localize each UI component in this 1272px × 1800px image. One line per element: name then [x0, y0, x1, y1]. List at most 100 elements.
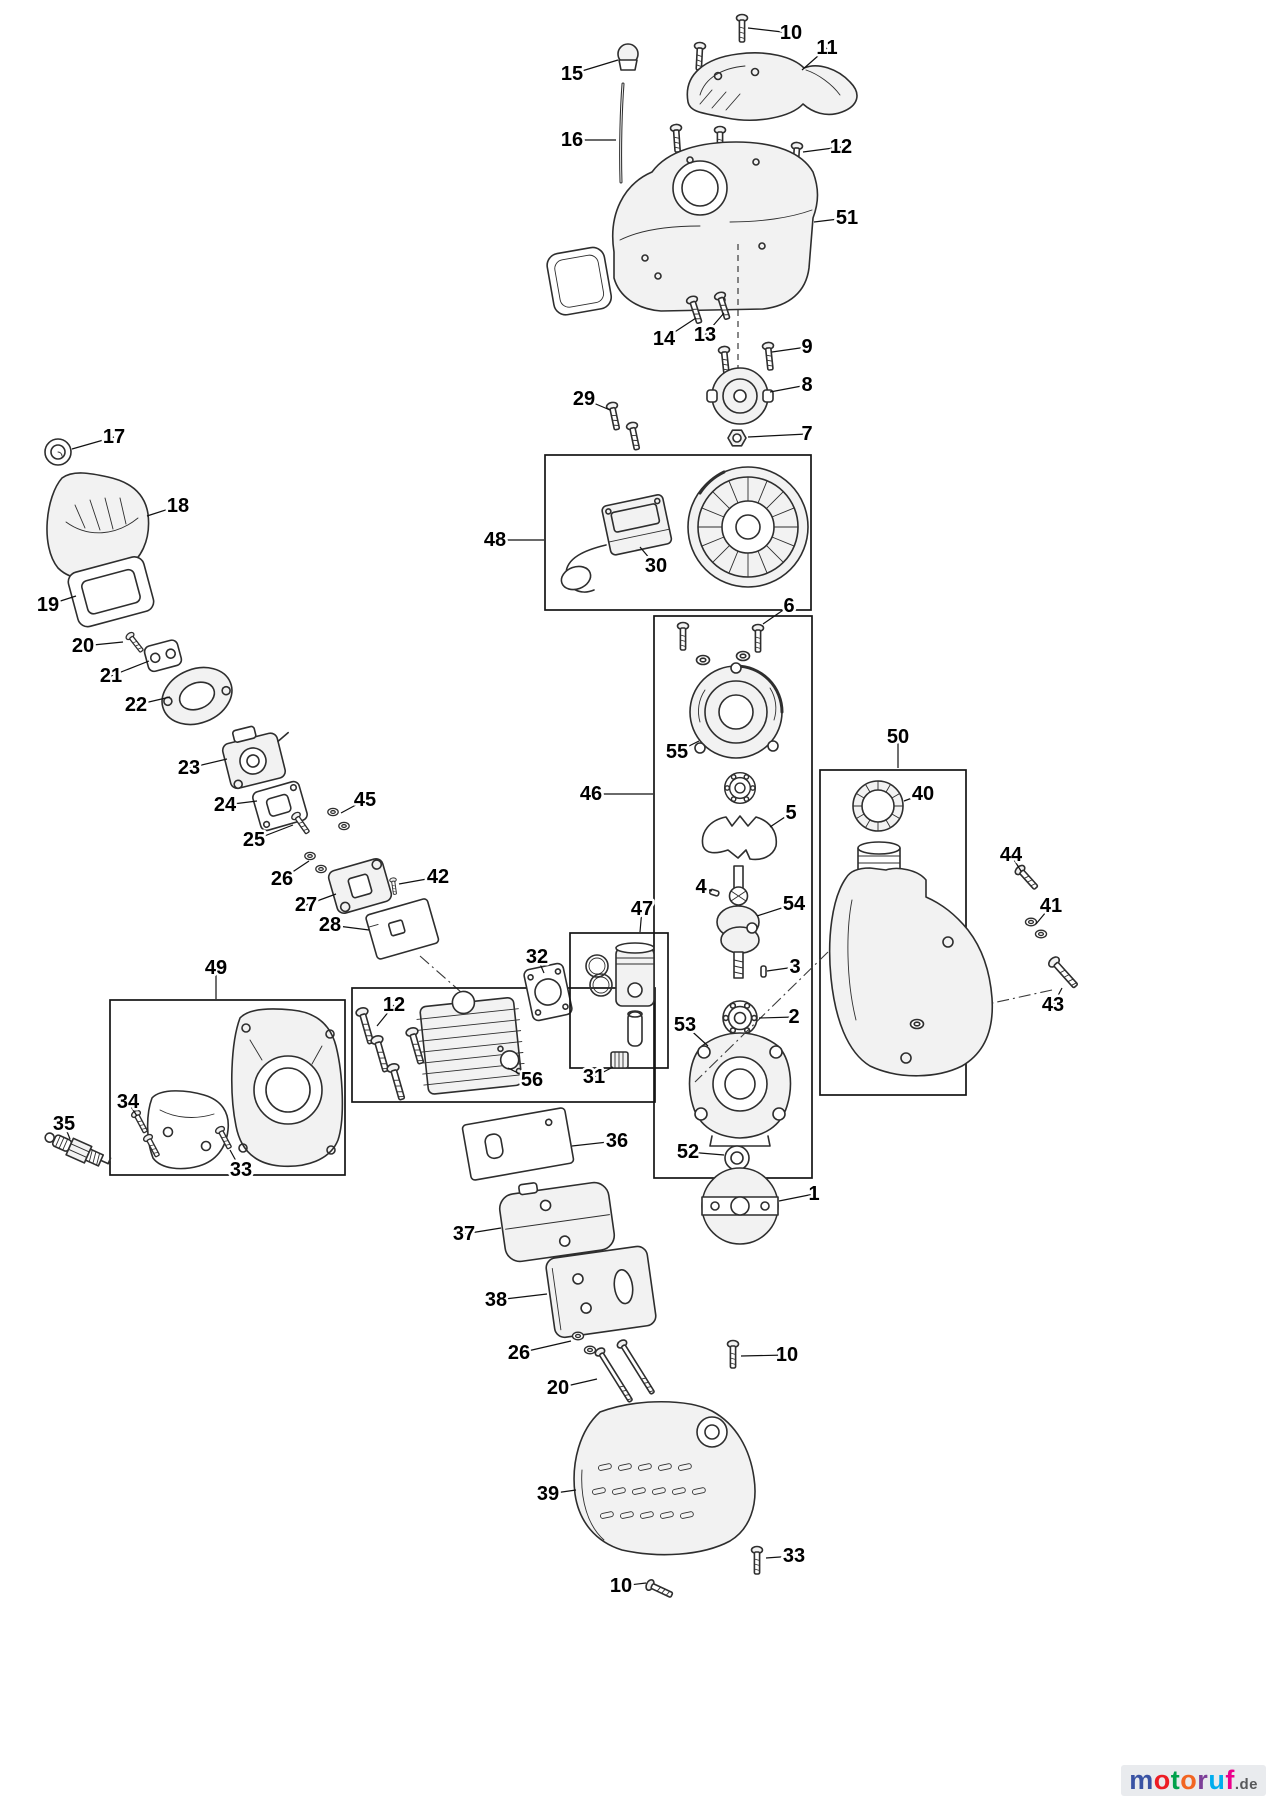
leader-line: [769, 384, 808, 393]
leader-line: [684, 1024, 709, 1047]
leader-line: [188, 758, 228, 769]
leader-line: [229, 1149, 242, 1171]
upper-bearing: [723, 771, 757, 805]
assembly-line-tank-screws: [987, 989, 1053, 1005]
watermark-wordmark: motoruf: [1129, 1765, 1235, 1795]
leader-line: [135, 696, 171, 706]
watermark-letter: o: [1153, 1765, 1171, 1795]
part-number-label: 45: [354, 789, 376, 811]
flywheel: [687, 466, 809, 588]
carburetor: [221, 725, 289, 790]
leader-line: [536, 956, 545, 974]
leader-line: [687, 1151, 725, 1156]
pulley-side-screws: [605, 400, 644, 452]
leader-line: [71, 436, 115, 450]
leader-line: [762, 605, 790, 625]
heat-shield: [461, 1107, 575, 1181]
crankshaft: [716, 865, 760, 979]
fuel-cap: [852, 780, 904, 832]
part-number-label: 7: [801, 423, 812, 445]
part-number-label: 52: [677, 1141, 699, 1163]
part-number-label: 18: [167, 495, 189, 517]
muffler-bolts: [593, 1337, 658, 1405]
lower-bearing: [722, 1000, 758, 1036]
watermark-letter: u: [1208, 1765, 1226, 1795]
leader-line: [583, 398, 611, 411]
cylinder-screws-12: [354, 1005, 428, 1102]
part-number-label: 16: [561, 129, 583, 151]
piston: [615, 942, 655, 1007]
shroud-gasket: [546, 246, 613, 316]
part-number-label: 39: [537, 1483, 559, 1505]
watermark-logo[interactable]: motoruf.de: [1121, 1765, 1266, 1796]
part-number-label: 35: [53, 1113, 75, 1135]
part-number-label: 32: [526, 946, 548, 968]
part-number-label: 13: [694, 324, 716, 346]
part-number-label: 54: [783, 893, 806, 915]
part-number-label: 20: [547, 1377, 569, 1399]
part-number-label: 15: [561, 63, 583, 85]
ignition-coil: [560, 494, 673, 593]
leader-line: [281, 860, 310, 880]
part-number-label: 11: [816, 37, 837, 59]
fuel-tube: [619, 82, 625, 184]
bottom-screw-33: [750, 1545, 764, 1575]
part-number-label: 33: [783, 1545, 805, 1567]
starter-cover: [573, 1401, 756, 1556]
leader-line: [801, 47, 828, 71]
bottom-screw-10: [643, 1577, 675, 1601]
pin-3: [760, 965, 767, 978]
filter-screw: [124, 630, 146, 655]
leader-line: [740, 1354, 788, 1357]
part-number-label: 8: [801, 374, 812, 396]
leader-line: [639, 546, 657, 567]
leader-line: [547, 1489, 577, 1495]
leader-lines-layer: [47, 27, 1063, 1587]
leader-line: [305, 893, 337, 906]
piston-pin: [627, 1010, 643, 1047]
filter-knob: [44, 438, 72, 466]
part-number-label: 14: [653, 328, 676, 350]
part-number-label: 3: [789, 956, 800, 978]
leader-line: [571, 1140, 618, 1147]
part-number-label: 12: [383, 994, 405, 1016]
leader-line: [663, 317, 697, 340]
leader-line: [557, 1378, 598, 1389]
intake-plate: [365, 898, 440, 960]
retaining-clip: [701, 815, 778, 861]
leader-line: [398, 876, 439, 885]
leader-line: [756, 903, 795, 917]
part-number-label: 9: [801, 336, 812, 358]
tank-screws: [1012, 862, 1082, 991]
leader-line: [639, 908, 643, 933]
part-number-label: 5: [785, 802, 796, 824]
primer-bulb: [617, 43, 639, 71]
fan-volute: [689, 662, 784, 759]
leader-line: [802, 146, 842, 153]
part-number-label: 10: [610, 1575, 632, 1597]
part-number-label: 10: [776, 1344, 798, 1366]
leader-line: [1010, 854, 1022, 872]
muffler: [498, 1181, 616, 1263]
starter-pulley: [706, 367, 774, 425]
leader-line: [813, 217, 848, 223]
watermark-letter: r: [1197, 1765, 1209, 1795]
intake-flange: [161, 666, 233, 726]
fuel-tank: [828, 841, 994, 1077]
insulator-block: [327, 857, 393, 915]
woodruff-key: [708, 888, 720, 897]
crankcase: [688, 1032, 792, 1147]
leader-line: [766, 966, 796, 972]
leader-line: [1052, 987, 1063, 1006]
part-number-label: 19: [37, 594, 59, 616]
cover-screw-10: [726, 1339, 740, 1369]
part-number-label: 2: [788, 1006, 799, 1028]
leader-line: [771, 346, 808, 353]
part-number-label: 29: [573, 388, 595, 410]
part-number-label: 44: [1000, 844, 1023, 866]
leader-line: [778, 1193, 815, 1202]
watermark-letter: f: [1225, 1765, 1235, 1795]
part-number-label: 30: [645, 555, 667, 577]
leader-line: [747, 27, 792, 34]
part-number-label: 17: [103, 426, 125, 448]
